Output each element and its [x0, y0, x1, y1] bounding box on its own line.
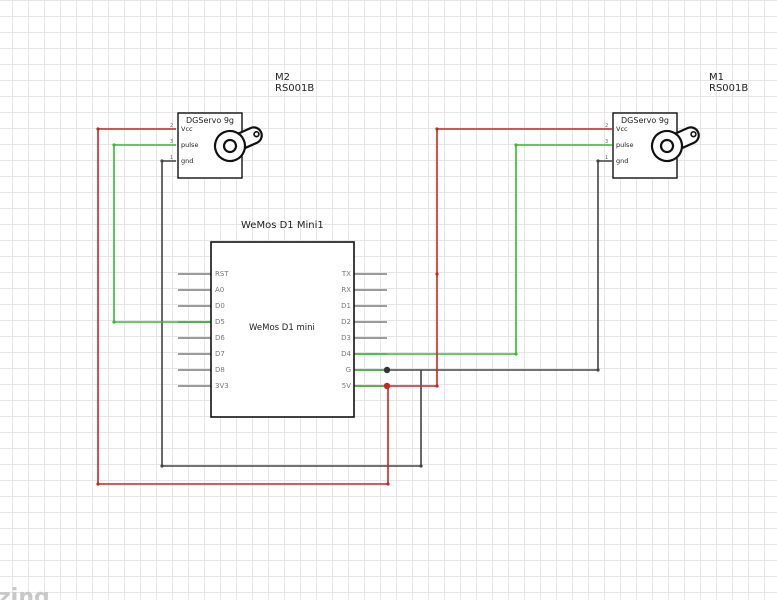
- board-body: [210, 241, 355, 418]
- pin-label: RX: [341, 286, 351, 294]
- wire-endpoint: [419, 464, 423, 468]
- wire-endpoint: [96, 127, 100, 131]
- pin-label: D2: [341, 318, 351, 326]
- pin-number-2: 2: [605, 123, 608, 129]
- pin-label: 3V3: [215, 382, 229, 390]
- board-ref: WeMos D1 Mini1: [241, 220, 324, 231]
- wire-endpoint: [596, 368, 600, 372]
- pin-label-gnd: gnd: [616, 157, 628, 165]
- pin-label: 5V: [342, 382, 351, 390]
- pin-label-pulse: pulse: [181, 141, 198, 149]
- pin-label: D4: [341, 350, 351, 358]
- wire-endpoint: [596, 159, 600, 163]
- wire-endpoint: [514, 143, 518, 147]
- wire-endpoint: [435, 127, 439, 131]
- junction-5v: [383, 382, 391, 390]
- pin-label: D3: [341, 334, 351, 342]
- pin-label: A0: [215, 286, 224, 294]
- pin-label-vcc: Vcc: [181, 125, 193, 133]
- wire-endpoint: [112, 143, 116, 147]
- pin-label: D7: [215, 350, 225, 358]
- left-pin-labels: RST A0 D0 D5 D6 D7 D8 3V3: [215, 270, 229, 390]
- wire-pulse-m2-d5[interactable]: [113, 144, 210, 323]
- pin-label: G: [346, 366, 351, 374]
- servo-horn-icon: [650, 126, 700, 163]
- servo-ref: M2: [275, 72, 290, 83]
- wire-vcc-m1[interactable]: [355, 128, 612, 387]
- board-label: WeMos D1 mini: [249, 323, 315, 333]
- wire-endpoint: [386, 482, 390, 486]
- wire-endpoint: [96, 482, 100, 486]
- servo-ref: M1: [709, 72, 724, 83]
- pin-number-3: 3: [605, 139, 608, 145]
- pin-label: D8: [215, 366, 225, 374]
- wire-pulse-m1-d4[interactable]: [355, 144, 612, 355]
- junctions: [96, 127, 600, 486]
- junction-ground: [383, 366, 391, 374]
- wire-gnd-main[interactable]: [355, 160, 612, 371]
- pin-label: D1: [341, 302, 351, 310]
- pin-label-pulse: pulse: [616, 141, 633, 149]
- pin-number-2: 2: [170, 123, 173, 129]
- wire-endpoint: [160, 464, 164, 468]
- servo-title: DGServo 9g: [186, 116, 234, 125]
- wire-endpoint: [514, 352, 518, 356]
- servo-horn-icon: [213, 126, 263, 163]
- pin-label-vcc: Vcc: [616, 125, 628, 133]
- servo-m1[interactable]: M1 RS001B DGServo 9g Vcc pulse gnd 2 3 1: [605, 72, 748, 179]
- pin-label: D0: [215, 302, 225, 310]
- servo-part: RS001B: [275, 83, 314, 94]
- wire-endpoint: [435, 272, 439, 276]
- wire-endpoint: [160, 159, 164, 163]
- wire-endpoint: [435, 384, 439, 388]
- left-pin-stubs: [178, 273, 211, 387]
- pin-number-3: 3: [170, 139, 173, 145]
- wire-endpoint: [112, 320, 116, 324]
- pin-label-gnd: gnd: [181, 157, 193, 165]
- pin-label: D6: [215, 334, 225, 342]
- servo-title: DGServo 9g: [621, 116, 669, 125]
- wemos-d1-mini[interactable]: WeMos D1 Mini1 WeMos D1 mini RST A0: [178, 220, 387, 418]
- right-pin-stubs: [354, 273, 387, 339]
- pin-label: D5: [215, 318, 225, 326]
- servo-m2[interactable]: M2 RS001B DGServo 9g Vcc pulse gnd 2 3 1: [170, 72, 314, 179]
- watermark-logo: zing: [0, 585, 50, 600]
- pin-number-1: 1: [605, 155, 608, 161]
- right-pin-labels: TX RX D1 D2 D3 D4 G 5V: [341, 270, 352, 390]
- servo-part: RS001B: [709, 83, 748, 94]
- pin-number-1: 1: [170, 155, 173, 161]
- pin-label: RST: [215, 270, 229, 278]
- pin-label: TX: [341, 270, 351, 278]
